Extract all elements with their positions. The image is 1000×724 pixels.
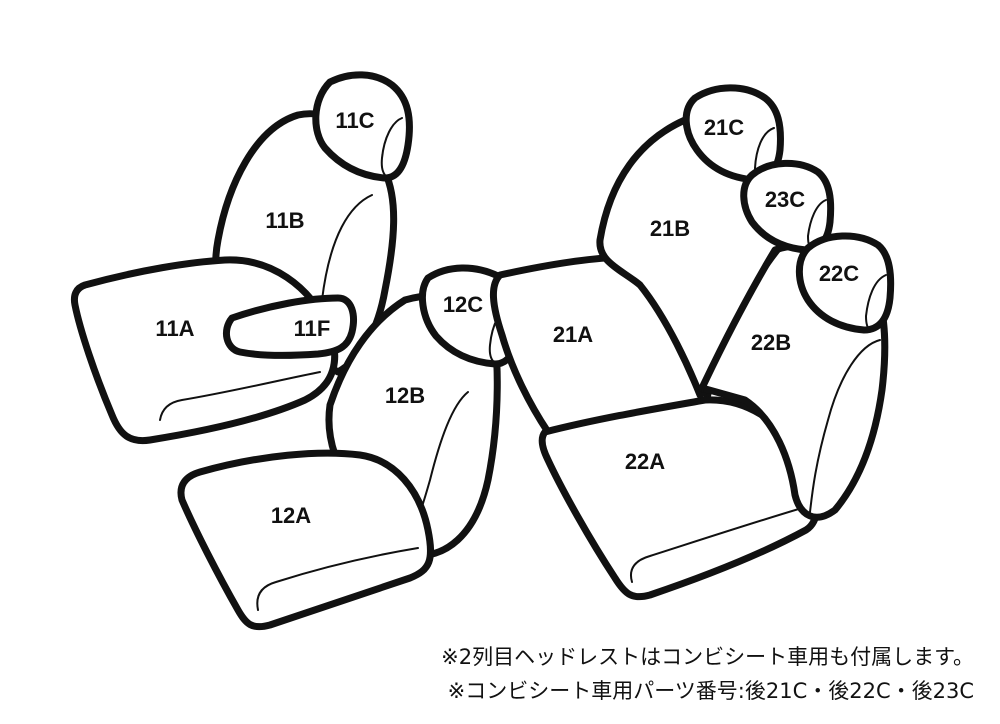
label-11B: 11B xyxy=(265,208,304,233)
part-11C-seam xyxy=(380,117,403,178)
part-11F-shape xyxy=(222,294,357,359)
label-12A: 12A xyxy=(271,503,311,528)
part-22C-seam xyxy=(864,274,887,331)
label-11F: 11F xyxy=(294,316,331,341)
footnote-part-numbers: ※コンビシート車用パーツ番号:後21C・後22C・後23C xyxy=(447,679,974,703)
label-21B: 21B xyxy=(650,216,690,241)
label-12C: 12C xyxy=(443,292,483,317)
part-22A-front-seam xyxy=(630,507,803,583)
rear-bench-seat xyxy=(489,84,895,601)
label-22C: 22C xyxy=(819,261,859,286)
label-22A: 22A xyxy=(625,449,665,474)
part-12A-front-seam xyxy=(256,547,419,611)
part-22A-shape xyxy=(538,396,821,601)
label-21C: 21C xyxy=(704,115,744,140)
label-21A: 21A xyxy=(553,322,593,347)
front-seat-1 xyxy=(70,71,413,445)
part-12A-shape xyxy=(177,449,435,631)
label-23C: 23C xyxy=(765,187,805,212)
label-11A: 11A xyxy=(155,316,194,341)
label-22B: 22B xyxy=(751,330,791,355)
part-11C-shape xyxy=(312,71,413,182)
part-22B-center-seam xyxy=(701,247,783,393)
part-22B-side-seam xyxy=(809,339,881,513)
footnote-headrest: ※2列目ヘッドレストはコンビシート車用も付属します。 xyxy=(441,645,974,669)
part-11A-front-seam xyxy=(159,371,321,421)
label-11C: 11C xyxy=(335,108,374,133)
footnotes: ※2列目ヘッドレストはコンビシート車用も付属します。 ※コンビシート車用パーツ番… xyxy=(254,640,974,708)
label-12B: 12B xyxy=(385,383,425,408)
